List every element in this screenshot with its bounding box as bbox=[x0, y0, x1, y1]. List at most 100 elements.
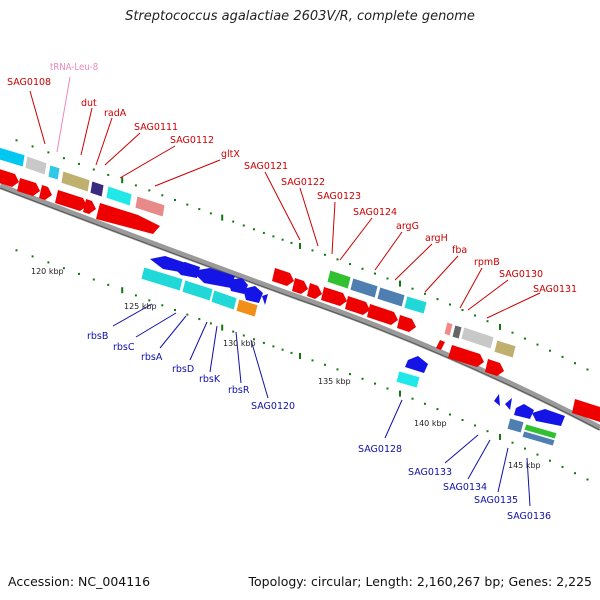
scale-tick bbox=[31, 255, 34, 258]
forward-red-gene[interactable] bbox=[397, 315, 416, 332]
gene-radA-arrow[interactable] bbox=[47, 164, 61, 181]
reverse-gene[interactable] bbox=[192, 268, 235, 288]
gene-SAG0111-arrow[interactable] bbox=[60, 170, 91, 193]
forward-red-gene[interactable] bbox=[83, 199, 96, 214]
gene-label: SAG0111 bbox=[134, 122, 178, 133]
forward-red-gene[interactable] bbox=[55, 190, 87, 211]
scale-tick bbox=[221, 324, 224, 331]
forward-red-gene[interactable] bbox=[0, 168, 19, 187]
reverse-gene[interactable] bbox=[532, 409, 565, 426]
scale-tick bbox=[549, 349, 551, 352]
forward-red-gene[interactable] bbox=[272, 268, 294, 286]
gene-label: SAG0123 bbox=[317, 191, 361, 202]
forward-red-gene[interactable] bbox=[572, 399, 600, 422]
genome-backbone bbox=[0, 183, 600, 431]
scale-tick bbox=[361, 377, 364, 380]
scale-tick bbox=[253, 338, 255, 341]
forward-red-gene[interactable] bbox=[39, 185, 52, 200]
scale-tick bbox=[474, 424, 476, 427]
gene-label: SAG0128 bbox=[358, 444, 402, 455]
gene-rbsA-box[interactable] bbox=[210, 289, 238, 311]
gene-SAG0136-box[interactable] bbox=[521, 430, 556, 447]
scale-tick bbox=[424, 292, 426, 295]
gene-rbsB-box[interactable] bbox=[140, 266, 184, 292]
gene-label: SAG0121 bbox=[244, 161, 288, 172]
gene-argH-box[interactable] bbox=[403, 295, 428, 315]
gene-fba-box[interactable] bbox=[443, 321, 454, 337]
scale-tick bbox=[62, 267, 65, 270]
scale-tick bbox=[336, 368, 339, 371]
reverse-gene[interactable] bbox=[494, 394, 500, 406]
reverse-gene[interactable] bbox=[262, 294, 268, 305]
gene-label: radA bbox=[104, 108, 127, 119]
forward-red-gene[interactable] bbox=[307, 283, 322, 299]
forward-red-gene[interactable] bbox=[17, 178, 40, 196]
forward-red-gene[interactable] bbox=[485, 359, 504, 376]
forward-red-gene[interactable] bbox=[96, 203, 160, 234]
genes-label: Genes: bbox=[508, 574, 553, 589]
gene-gltX-arrow[interactable] bbox=[105, 185, 133, 207]
scale-tick bbox=[121, 287, 124, 294]
gene-SAG0108-arrow[interactable] bbox=[0, 146, 26, 168]
scale-tick bbox=[499, 433, 501, 440]
scale-tick bbox=[232, 330, 235, 333]
scale-tick bbox=[107, 173, 110, 176]
scale-tick bbox=[311, 359, 314, 362]
scale-tick bbox=[174, 309, 176, 311]
reverse-gene[interactable] bbox=[505, 398, 512, 410]
scale-tick bbox=[561, 355, 564, 358]
forward-red-gene[interactable] bbox=[367, 304, 398, 325]
gene-rbsR-box[interactable] bbox=[235, 298, 259, 318]
gene-SAG0128-arrow[interactable] bbox=[405, 356, 428, 373]
gene-label: fba bbox=[452, 245, 467, 256]
map-title: Streptococcus agalactiae 2603V/R, comple… bbox=[125, 9, 475, 24]
gene-label: argG bbox=[396, 221, 419, 232]
scale-tick bbox=[198, 208, 201, 211]
gene-SAG0124-box[interactable] bbox=[349, 277, 379, 299]
scale-tick bbox=[232, 220, 235, 223]
gene-SAG0130-box[interactable] bbox=[460, 326, 495, 350]
scale-tick bbox=[361, 267, 364, 270]
forward-red-gene[interactable] bbox=[321, 287, 347, 306]
forward-red-gene[interactable] bbox=[292, 278, 308, 294]
scale-tick bbox=[486, 320, 489, 323]
scale-tick bbox=[134, 184, 137, 187]
scale-tick bbox=[281, 348, 284, 351]
gene-argG-box[interactable] bbox=[376, 286, 406, 308]
scale-tick bbox=[424, 402, 426, 405]
topology-label: Topology: bbox=[248, 574, 307, 589]
forward-red-gene[interactable] bbox=[448, 345, 484, 367]
scale-label: 140 kbp bbox=[414, 419, 447, 428]
forward-red-gene[interactable] bbox=[436, 340, 445, 350]
gene-rbsC-box[interactable] bbox=[181, 279, 214, 302]
gene-label: SAG0135 bbox=[474, 495, 518, 506]
scale-tick bbox=[336, 258, 339, 261]
reverse-gene[interactable] bbox=[243, 286, 263, 303]
reverse-gene[interactable] bbox=[228, 278, 248, 294]
length-label: Length: bbox=[365, 574, 413, 589]
gene-dut-arrow[interactable] bbox=[24, 155, 48, 176]
length-value: 2,160,267 bp; bbox=[416, 574, 505, 589]
reverse-gene[interactable] bbox=[514, 404, 534, 419]
scale-tick bbox=[262, 341, 265, 344]
scale-tick bbox=[262, 231, 265, 234]
gene-SAG0134-box[interactable] bbox=[506, 417, 525, 434]
gene-SAG0135-box[interactable] bbox=[523, 423, 558, 440]
gene-SAG0128-box[interactable] bbox=[395, 370, 421, 389]
gene-SAG0121-arrow[interactable] bbox=[134, 195, 166, 218]
gene-label: SAG0131 bbox=[533, 284, 577, 295]
gene-label: SAG0136 bbox=[507, 511, 551, 522]
forward-red-gene[interactable] bbox=[345, 296, 370, 315]
gene-SAG0123-box[interactable] bbox=[326, 269, 352, 290]
scale-tick bbox=[399, 390, 401, 397]
gene-SAG0131-box[interactable] bbox=[493, 339, 517, 359]
scale-tick bbox=[524, 337, 526, 340]
gene-SAG0112-arrow[interactable] bbox=[89, 180, 105, 198]
scale-tick bbox=[374, 382, 376, 385]
scale-tick bbox=[15, 249, 18, 252]
scale-tick bbox=[198, 318, 201, 321]
gene-rpmB-box[interactable] bbox=[451, 324, 463, 340]
reverse-gene[interactable] bbox=[170, 262, 200, 278]
scale-tick bbox=[461, 309, 464, 311]
